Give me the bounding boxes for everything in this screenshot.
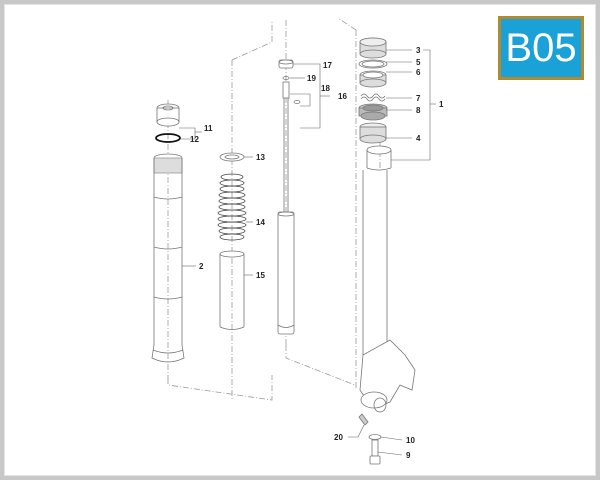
part-11-cap <box>156 103 180 127</box>
callout-20: 20 <box>334 433 343 442</box>
part-16-damper-cartridge <box>277 81 295 335</box>
section-code-badge: B05 <box>498 16 584 80</box>
callout-19: 19 <box>307 74 316 83</box>
callout-4: 4 <box>416 134 421 143</box>
callout-8: 8 <box>416 106 421 115</box>
callout-6: 6 <box>416 68 421 77</box>
callout-9: 9 <box>406 451 411 460</box>
callout-5: 5 <box>416 58 421 67</box>
callout-10: 10 <box>406 436 415 445</box>
callout-18: 18 <box>321 84 330 93</box>
callout-15: 15 <box>256 271 265 280</box>
callout-12: 12 <box>190 135 199 144</box>
callout-1: 1 <box>439 100 444 109</box>
part-15-spacer <box>219 250 245 330</box>
callout-16: 16 <box>338 92 347 101</box>
part-1-inner-tube <box>359 145 416 413</box>
callout-17: 17 <box>323 61 332 70</box>
part-2-outer-tube <box>151 153 185 363</box>
callout-11: 11 <box>204 124 213 133</box>
callout-3: 3 <box>416 46 421 55</box>
callout-13: 13 <box>256 153 265 162</box>
callout-14: 14 <box>256 218 265 227</box>
part-14-spring <box>217 173 247 241</box>
callout-2: 2 <box>199 262 204 271</box>
callout-7: 7 <box>416 94 421 103</box>
